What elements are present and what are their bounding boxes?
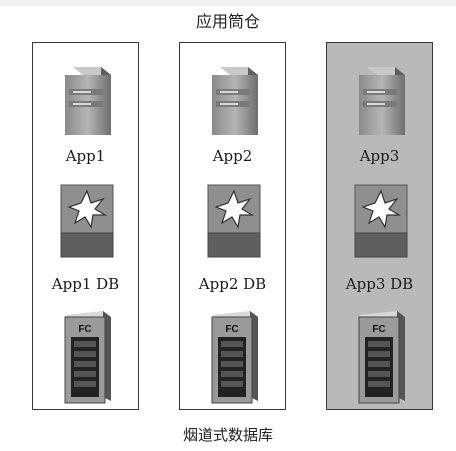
database-icon xyxy=(354,184,408,258)
fc-storage-icon: FC xyxy=(211,311,258,404)
server-icon xyxy=(65,67,111,135)
diagram-title: 应用筒仓 xyxy=(195,12,260,31)
fc-badge: FC xyxy=(372,324,385,335)
database-icon xyxy=(60,184,114,258)
top-strip xyxy=(0,0,456,6)
app-label: App3 xyxy=(359,147,400,165)
server-icon xyxy=(359,67,405,135)
db-label: App2 DB xyxy=(198,275,267,293)
silo-column-3: App3 App3 DB FC xyxy=(326,42,433,410)
db-label: App1 DB xyxy=(51,275,120,293)
silo-column-1: App1 App1 DB FC xyxy=(32,42,139,410)
app-label: App1 xyxy=(65,147,106,165)
fc-storage-icon: FC xyxy=(64,311,111,404)
fc-badge: FC xyxy=(225,324,238,335)
fc-storage-icon: FC xyxy=(358,311,405,404)
app-label: App2 xyxy=(212,147,253,165)
silo-column-2: App2 App2 DB FC xyxy=(179,42,286,410)
fc-badge: FC xyxy=(78,324,91,335)
database-icon xyxy=(207,184,261,258)
server-icon xyxy=(212,67,258,135)
diagram-caption: 烟道式数据库 xyxy=(182,426,273,444)
db-label: App3 DB xyxy=(345,275,414,293)
